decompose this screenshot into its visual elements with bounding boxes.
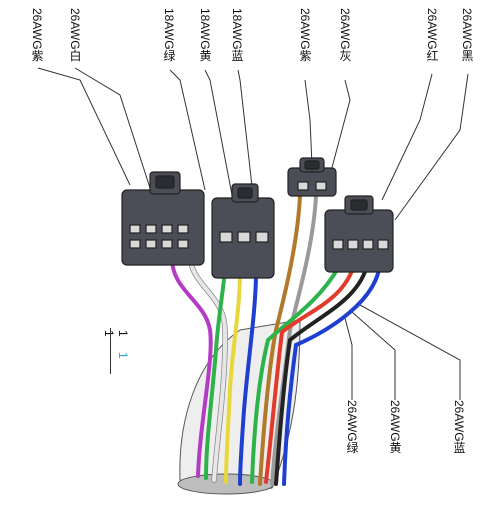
wire-black-10: [274, 260, 370, 486]
wire-red-9: [264, 260, 357, 484]
connector-2: [211, 183, 275, 279]
scale-bar: [110, 328, 111, 374]
connector-2-pin-3: [255, 231, 269, 243]
connector-1-pin-7: [161, 239, 173, 249]
wire-white-2: [188, 253, 228, 482]
leader-line-12: [359, 304, 461, 400]
scale-right-top: 1: [116, 330, 130, 337]
leader-line-9: [394, 73, 469, 221]
connector-2-latch-inner: [237, 187, 253, 199]
connector-4-pin-2: [347, 239, 359, 250]
label-top-5: 18AWG蓝: [230, 8, 244, 62]
connector-2-pin-2: [237, 231, 251, 243]
leader-line-6: [304, 79, 313, 166]
leader-line-4: [204, 69, 233, 196]
connector-3-latch-inner: [304, 160, 320, 170]
wires: [169, 193, 382, 486]
connector-1: [121, 171, 205, 266]
connector-4-latch-inner: [350, 199, 368, 211]
leader-line-10: [344, 317, 353, 400]
connector-4: [324, 195, 394, 273]
connector-1-pin-1: [129, 224, 141, 234]
leader-line-3: [169, 69, 206, 191]
label-top-3: 18AWG绿: [162, 8, 176, 62]
connector-4-pin-3: [362, 239, 374, 250]
scale-marker: 1 1 1: [92, 328, 132, 378]
connectors: [121, 157, 394, 279]
wire-blue-5: [238, 270, 258, 486]
label-top-6: 26AWG紫: [298, 8, 312, 62]
wire-purple-1: [169, 253, 213, 478]
wire-gray-7: [270, 193, 318, 486]
connector-4-pin-4: [377, 239, 389, 250]
wire-green-3: [204, 268, 227, 480]
leader-line-2: [74, 67, 151, 189]
label-top-7: 26AWG灰: [338, 8, 352, 62]
label-bottom-2: 26AWG黄: [388, 400, 402, 454]
leader-line-7: [329, 79, 351, 176]
scale-top: 1: [102, 330, 116, 337]
label-top-9: 26AWG黑: [460, 8, 474, 62]
leader-line-11: [351, 311, 396, 400]
label-bottom-1: 26AWG绿: [345, 400, 359, 454]
label-top-4: 18AWG黄: [198, 8, 212, 62]
connector-1-pin-4: [177, 224, 189, 234]
wire-green-8: [250, 266, 340, 484]
leader-line-1: [37, 67, 131, 186]
wire-brown-6: [258, 193, 302, 486]
label-top-8: 26AWG红: [425, 8, 439, 62]
connector-3-pin-2: [315, 181, 327, 191]
connector-1-pin-3: [161, 224, 173, 234]
wire-yellow-4: [224, 270, 242, 484]
connector-1-latch-inner: [155, 175, 175, 189]
leader-line-5: [237, 69, 254, 196]
leader-lines: [37, 67, 469, 400]
connector-1-pin-6: [145, 239, 157, 249]
label-top-1: 26AWG紫: [30, 8, 44, 62]
scale-right-bottom: 1: [116, 352, 130, 359]
connector-1-pin-2: [145, 224, 157, 234]
connector-2-pin-1: [219, 231, 233, 243]
connector-1-pin-8: [177, 239, 189, 249]
wire-blue-11: [282, 260, 382, 486]
connector-3-pin-1: [297, 181, 309, 191]
connector-4-pin-1: [332, 239, 344, 250]
connector-1-pin-5: [129, 239, 141, 249]
connector-3: [287, 157, 337, 197]
leader-line-8: [381, 73, 433, 201]
label-top-2: 26AWG白: [68, 8, 82, 62]
label-bottom-3: 26AWG蓝: [452, 400, 466, 454]
